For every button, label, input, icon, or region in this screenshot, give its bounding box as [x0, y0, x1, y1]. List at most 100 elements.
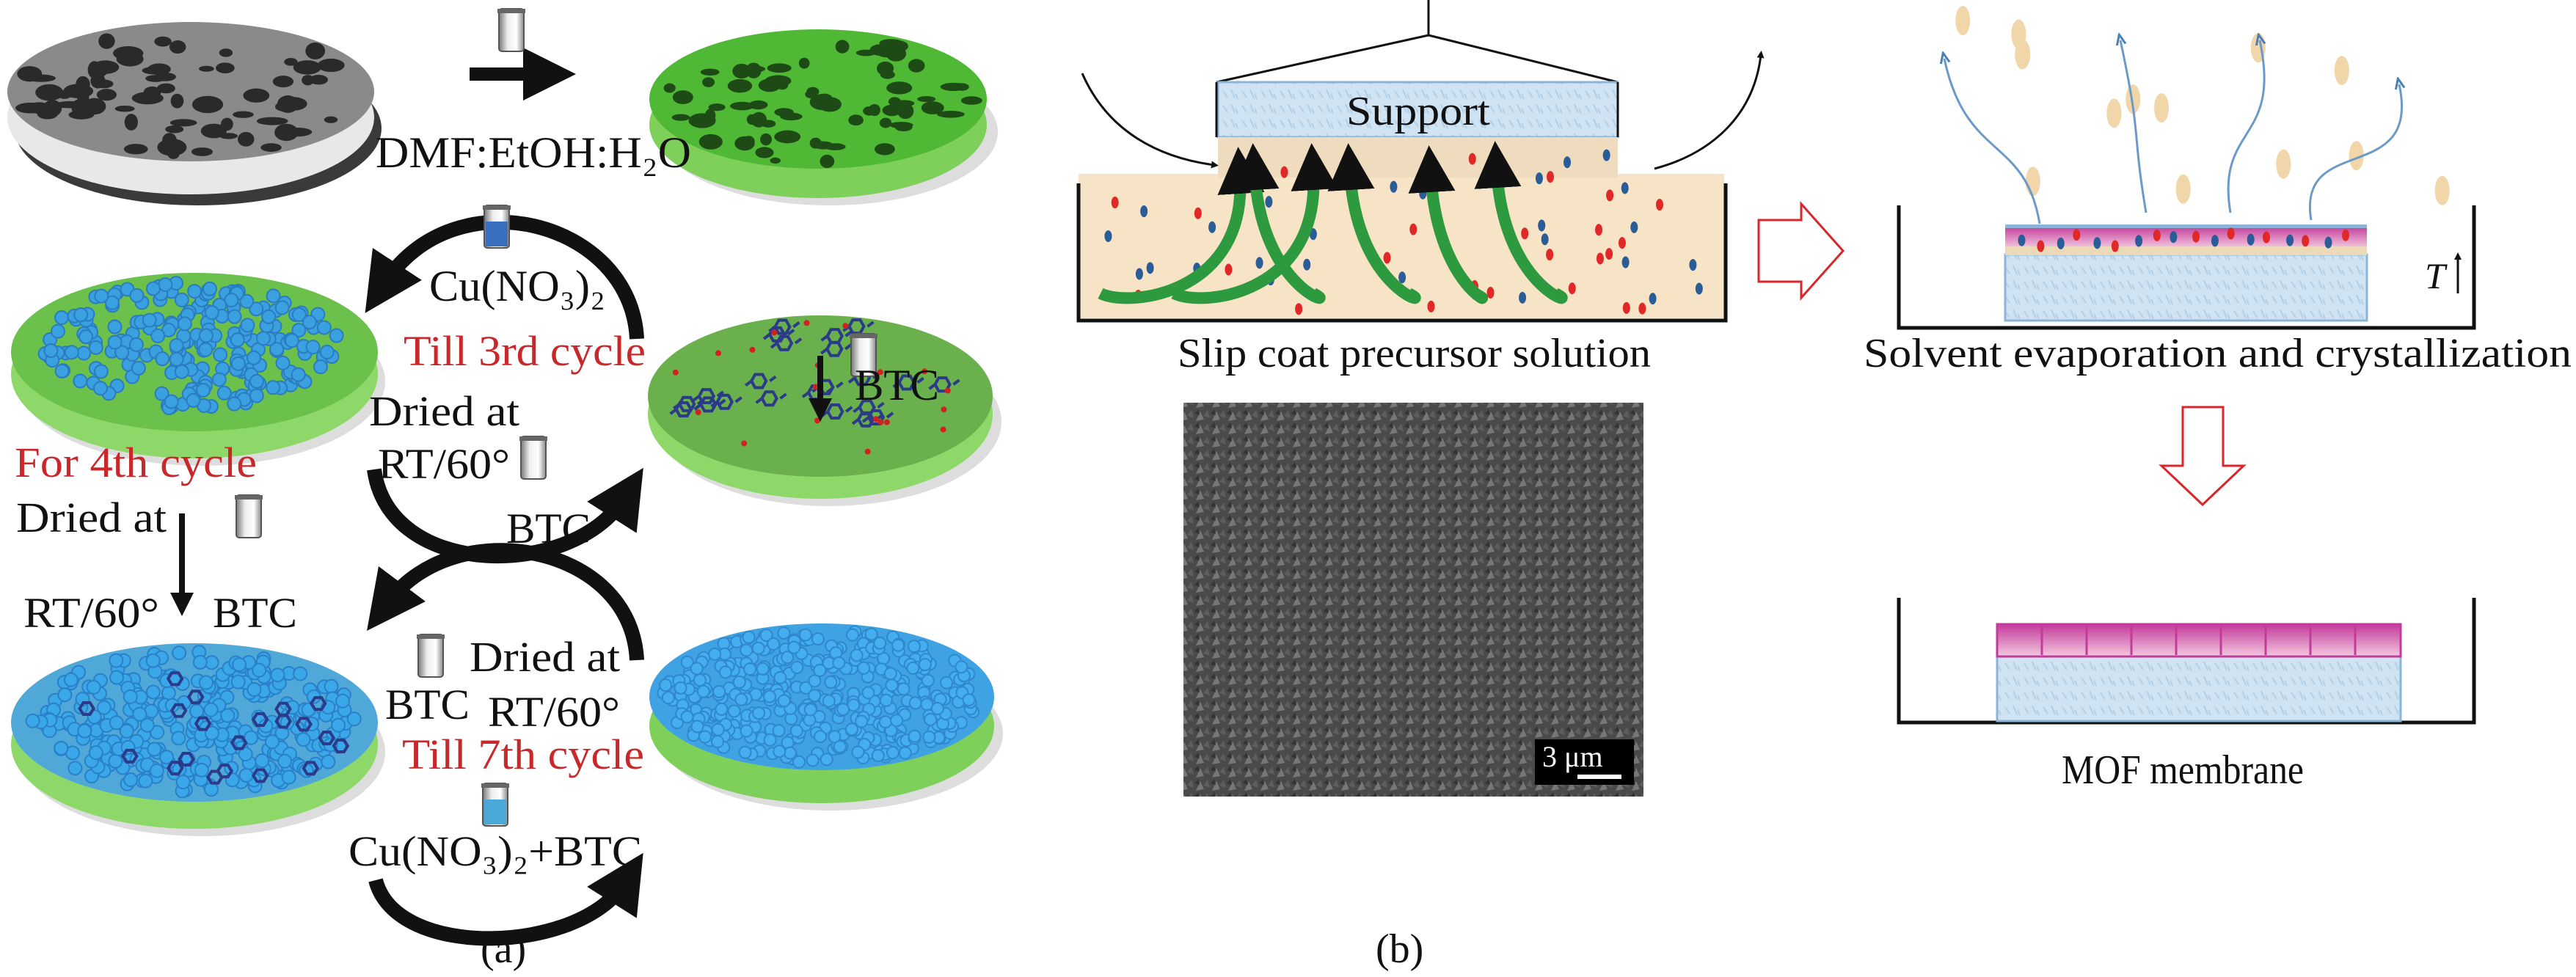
mof-crystal	[777, 626, 791, 640]
precursor-ion	[1621, 256, 1630, 268]
cu-crystal	[305, 340, 321, 355]
cu-crystal	[274, 300, 290, 315]
full-mof-disc	[649, 623, 1003, 810]
precursor-ion	[1546, 249, 1554, 261]
beaker-rim	[235, 495, 263, 500]
mof-crystal	[54, 740, 69, 755]
mof-crystal	[777, 694, 791, 708]
pore	[17, 66, 43, 82]
pore	[83, 98, 106, 115]
btc-molecule	[295, 717, 313, 732]
cu-crystal	[145, 281, 161, 296]
pore	[87, 61, 102, 79]
mof-crystal	[833, 740, 847, 754]
flow-arrow	[1098, 147, 1265, 304]
btc-molecule	[710, 393, 742, 410]
pore	[167, 149, 180, 159]
oxygen-atom	[749, 346, 756, 353]
pore	[868, 103, 880, 117]
oxygen-atom	[812, 384, 819, 390]
precursor-ion	[1596, 252, 1604, 265]
mof-crystal	[220, 708, 236, 723]
beaker-rim	[417, 634, 445, 639]
cu-crystal	[158, 277, 173, 293]
pore	[116, 51, 144, 67]
mof-crystal	[808, 674, 822, 688]
mof-crystal	[198, 675, 214, 690]
cu-crystal	[186, 392, 201, 408]
precursor-ion	[1255, 257, 1263, 269]
mof-crystal	[175, 775, 191, 790]
precursor-ion	[1695, 282, 1703, 295]
cu-crystal	[211, 372, 227, 387]
pore	[284, 58, 298, 66]
cu-crystal	[202, 281, 218, 296]
cu-crystal	[249, 373, 264, 389]
beaker-glass	[498, 8, 525, 52]
pore	[761, 120, 776, 128]
mof-crystal	[711, 722, 725, 736]
beaker-glass	[520, 436, 547, 480]
pore	[882, 104, 902, 117]
mof-crystal	[96, 700, 112, 715]
cu-crystal	[230, 356, 246, 371]
btc-molecule	[673, 395, 705, 412]
cu-crystal	[313, 359, 328, 375]
beaker-icon	[417, 634, 445, 678]
pore	[260, 143, 282, 152]
cu-crystal	[246, 350, 261, 365]
pore	[191, 147, 214, 156]
pore	[730, 101, 754, 111]
pore	[824, 143, 846, 150]
mof-crystal	[759, 629, 773, 643]
precursor-ion	[1595, 224, 1603, 236]
pore	[170, 93, 184, 109]
mof-crystal	[878, 715, 892, 729]
pore	[708, 103, 726, 111]
precursor-ion	[2286, 234, 2294, 246]
mof-crystal	[147, 742, 162, 757]
pore	[689, 119, 713, 126]
rt-60-label: RT/60°	[23, 589, 159, 637]
pore	[848, 114, 864, 126]
pore	[955, 83, 969, 91]
mof-crystal	[171, 731, 186, 746]
btc-molecule	[332, 738, 350, 753]
cu-crystal	[224, 293, 239, 308]
pore	[200, 99, 214, 106]
pore	[145, 75, 166, 82]
btc-label: BTC	[385, 681, 470, 728]
mof-crystal	[890, 714, 904, 728]
btc-label: BTC	[855, 361, 939, 409]
beaker-wall	[1897, 205, 2476, 330]
precursor-ion	[2037, 240, 2045, 252]
solvent-label: DMF:EtOH:H₂O	[376, 128, 691, 177]
precursor-ion	[1538, 219, 1546, 232]
precursor-film	[2005, 246, 2367, 255]
pore	[937, 110, 965, 118]
btc-molecule	[178, 752, 195, 767]
cu-crystal	[302, 315, 317, 330]
mof-crystal	[906, 661, 920, 675]
cu-crystal	[187, 284, 202, 299]
btc-molecule	[186, 689, 205, 705]
mof-crystal	[930, 702, 944, 716]
precursor-ion	[1303, 258, 1311, 271]
mof-crystal	[204, 782, 219, 797]
mof-crystal	[346, 711, 362, 727]
mof-crystal	[740, 643, 754, 657]
cu-seeded-disc	[11, 273, 385, 466]
precursor-ion	[2153, 229, 2161, 241]
mof-crystal	[924, 712, 938, 726]
pore	[96, 89, 117, 101]
beaker-wall	[1076, 183, 1728, 323]
precursor-ion	[1265, 196, 1273, 208]
rt-60-label: RT/60°	[378, 440, 510, 488]
pore	[780, 112, 803, 121]
cu-crystal	[319, 345, 335, 360]
mof-crystal	[908, 729, 922, 743]
pore	[806, 87, 820, 97]
mof-crystal	[674, 681, 687, 695]
btc-molecule	[820, 340, 853, 357]
cu-crystal	[291, 307, 307, 323]
